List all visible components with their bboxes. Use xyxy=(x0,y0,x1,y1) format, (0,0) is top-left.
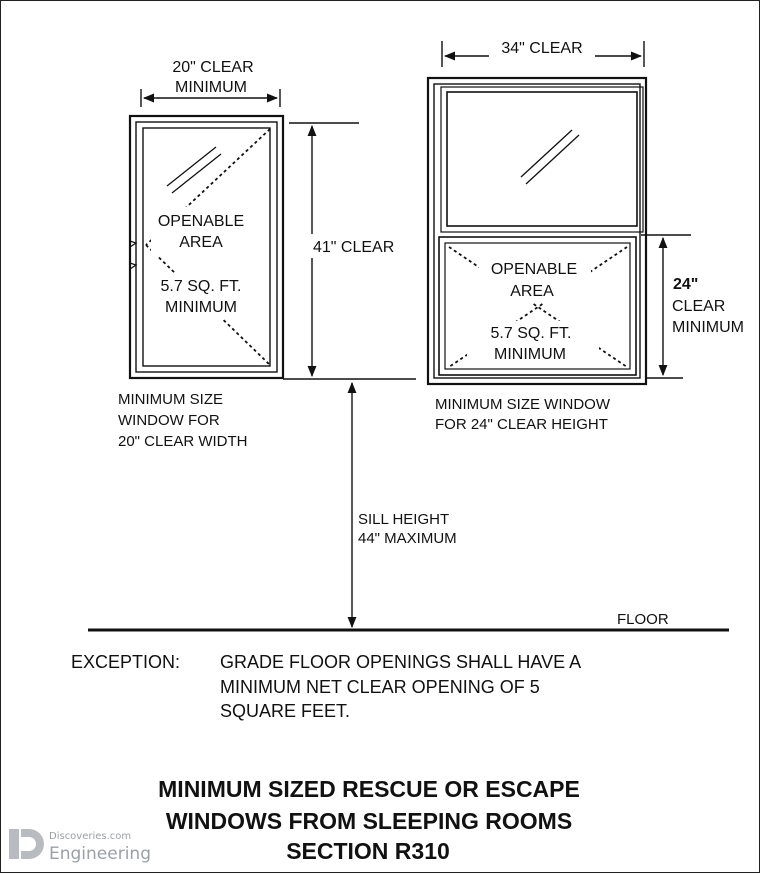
title-line1: MINIMUM SIZED RESCUE OR ESCAPE xyxy=(158,776,580,802)
left-area-line1: 5.7 SQ. FT. xyxy=(161,278,242,295)
left-caption-line1: MINIMUM SIZE xyxy=(118,391,223,408)
exception-label: EXCEPTION: xyxy=(71,652,180,672)
right-openable-line2: AREA xyxy=(510,283,554,300)
exception-line1: GRADE FLOOR OPENINGS SHALL HAVE A xyxy=(220,652,581,672)
left-width-label-line1: 20" CLEAR xyxy=(172,59,253,76)
sill-label-line2: 44" MAXIMUM xyxy=(358,530,457,547)
right-width-label: 34" CLEAR xyxy=(501,40,582,57)
sill-label-line1: SILL HEIGHT xyxy=(358,511,449,528)
watermark-line2: Engineering xyxy=(49,844,151,864)
right-area-mask xyxy=(467,321,599,365)
left-height-mask xyxy=(309,234,407,258)
left-caption-line3: 20" CLEAR WIDTH xyxy=(118,433,248,450)
exception-line2: MINIMUM NET CLEAR OPENING OF 5 xyxy=(220,677,540,697)
title-line3: SECTION R310 xyxy=(286,838,450,864)
watermark-line1: Discoveries.com xyxy=(49,831,131,842)
right-area-line2: MINIMUM xyxy=(494,346,566,363)
title-line2: WINDOWS FROM SLEEPING ROOMS xyxy=(166,808,572,834)
left-width-label-line2: MINIMUM xyxy=(175,79,247,96)
left-openable-line1: OPENABLE xyxy=(158,213,244,230)
left-height-label: 41" CLEAR xyxy=(313,239,394,256)
right-height-dimension xyxy=(641,234,691,379)
right-window xyxy=(426,76,648,386)
left-width-dimension xyxy=(140,89,281,107)
right-openable-line1: OPENABLE xyxy=(491,261,577,278)
left-caption-line2: WINDOW FOR xyxy=(118,412,220,429)
right-caption-line2: FOR 24" CLEAR HEIGHT xyxy=(435,416,608,433)
right-width-mask xyxy=(489,36,595,58)
floor-label: FLOOR xyxy=(617,611,669,628)
left-openable-mask xyxy=(151,207,251,257)
right-openable-mask xyxy=(479,257,591,303)
right-height-label-line1: 24" xyxy=(673,276,698,293)
right-area-line1: 5.7 SQ. FT. xyxy=(491,325,572,342)
engineering-discoveries-logo: Discoveries.com Engineering xyxy=(9,829,151,864)
left-openable-line2: AREA xyxy=(179,234,223,251)
exception-line3: SQUARE FEET. xyxy=(220,701,350,721)
left-area-mask xyxy=(149,273,259,319)
right-height-label-line2: CLEAR xyxy=(672,298,725,315)
left-area-line2: MINIMUM xyxy=(165,299,237,316)
right-caption-line1: MINIMUM SIZE WINDOW xyxy=(435,396,611,413)
right-height-label-line3: MINIMUM xyxy=(672,319,744,336)
